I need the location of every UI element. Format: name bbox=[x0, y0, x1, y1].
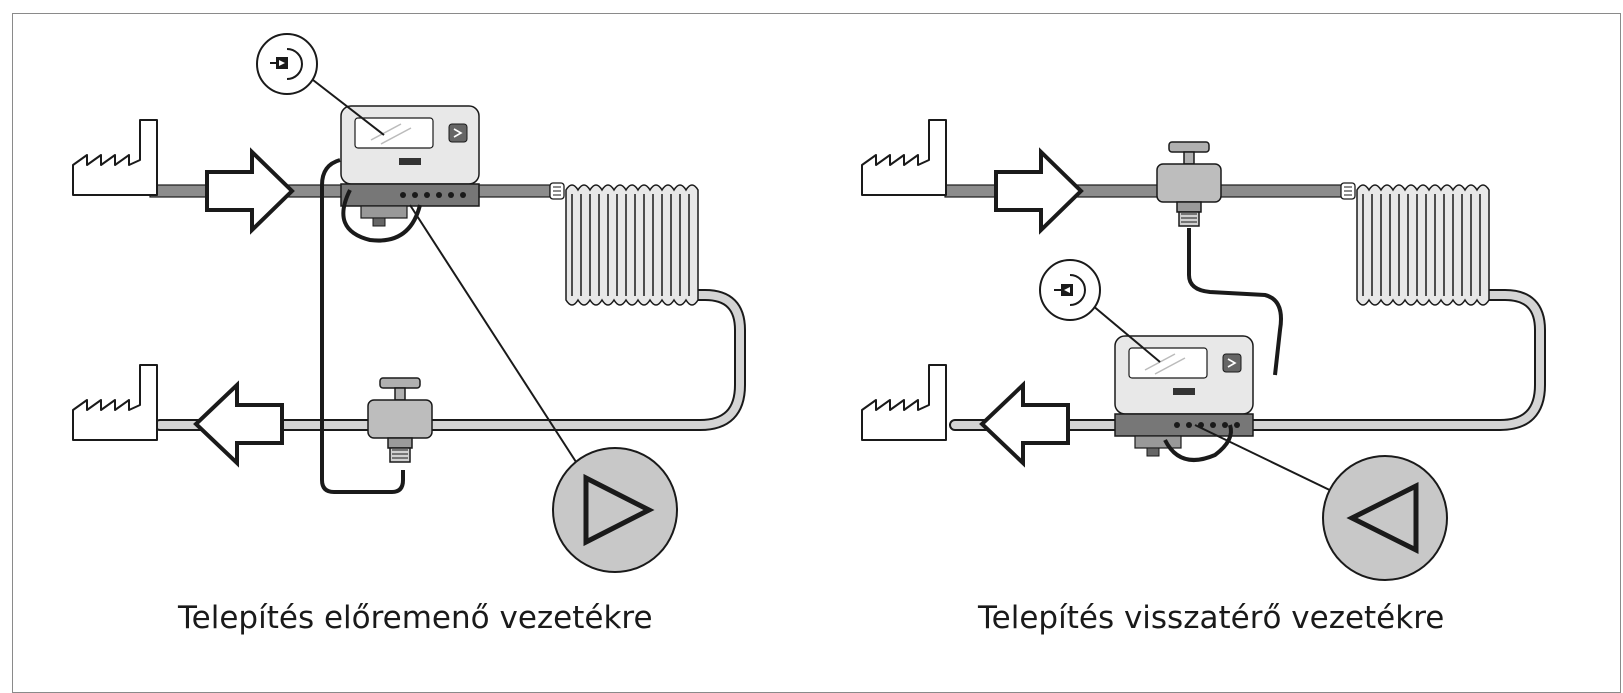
radiator-connector bbox=[549, 182, 565, 200]
flow-arrow-right-icon bbox=[205, 147, 295, 235]
sensor-cable bbox=[1187, 228, 1283, 376]
heat-meter bbox=[1114, 335, 1254, 457]
install-symbol-icon bbox=[256, 33, 318, 95]
return-pipe bbox=[949, 289, 1546, 431]
sensor-cable-loop bbox=[1163, 424, 1233, 462]
factory-return-icon bbox=[861, 364, 947, 441]
ball-valve bbox=[1156, 141, 1222, 227]
factory-return-icon bbox=[72, 364, 158, 441]
sensor-cable-loop bbox=[341, 189, 422, 243]
ball-valve bbox=[367, 377, 433, 463]
return-pipe bbox=[154, 289, 746, 431]
caption-return-installation: Telepítés visszatérő vezetékre bbox=[978, 600, 1445, 636]
triangle-left-icon bbox=[1346, 481, 1419, 555]
callout-line bbox=[312, 79, 385, 136]
flow-arrow-left-icon bbox=[979, 380, 1070, 468]
callout-line bbox=[1194, 424, 1341, 496]
factory-supply-icon bbox=[72, 119, 158, 196]
return-installation-diagram bbox=[861, 119, 1546, 581]
triangle-right-icon bbox=[583, 473, 655, 547]
caption-supply-installation: Telepítés előremenő vezetékre bbox=[178, 600, 653, 636]
flow-direction-badge bbox=[1322, 455, 1448, 581]
radiator bbox=[1356, 184, 1490, 306]
callout-line bbox=[1091, 304, 1161, 363]
flow-arrow-left-icon bbox=[193, 380, 284, 468]
flow-arrow-right-icon bbox=[994, 147, 1084, 235]
supply-installation-diagram bbox=[72, 33, 746, 573]
factory-supply-icon bbox=[861, 119, 947, 196]
installation-diagram bbox=[72, 33, 1546, 581]
install-symbol-icon bbox=[1039, 259, 1101, 321]
heat-meter bbox=[340, 105, 480, 227]
radiator bbox=[565, 184, 699, 306]
callout-line bbox=[409, 204, 579, 466]
flow-direction-badge bbox=[552, 447, 678, 573]
sensor-cable bbox=[320, 158, 405, 494]
radiator-connector bbox=[1340, 182, 1356, 200]
